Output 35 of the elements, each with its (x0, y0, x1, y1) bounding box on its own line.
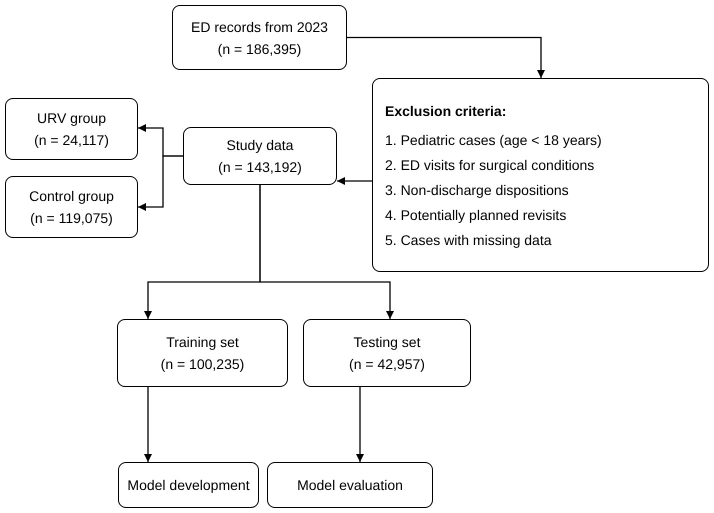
arrow (356, 387, 364, 462)
box-title: ED records from 2023 (191, 18, 328, 36)
arrow (259, 185, 394, 319)
arrow (337, 177, 372, 185)
box-title: Control group (29, 187, 114, 206)
count-text: (n = 143,192) (218, 158, 302, 177)
count-text: (n = 186,395) (218, 40, 302, 59)
process-box (303, 319, 471, 387)
criteria-item: 1. Pediatric cases (age < 18 years) (385, 130, 602, 150)
process-box (172, 5, 347, 70)
count-text: (n = 100,235) (160, 355, 244, 374)
box-title: Study data (226, 136, 294, 155)
count-text: (n = 119,075) (30, 209, 113, 228)
arrow (138, 155, 183, 211)
box-title: Model development (127, 476, 250, 495)
process-box (183, 127, 337, 185)
process-box (372, 78, 709, 272)
process-box (118, 462, 259, 508)
box-title: Testing set (354, 333, 420, 352)
box-title: Training set (166, 333, 239, 352)
count-text: (n = 24,117) (34, 131, 109, 150)
criteria-item: 5. Cases with missing data (385, 230, 552, 250)
process-box (117, 319, 288, 387)
box-title: Model evaluation (297, 476, 403, 495)
criteria-item: 3. Non-discharge dispositions (385, 180, 569, 200)
process-box (5, 98, 138, 160)
box-title: URV group (36, 109, 106, 128)
criteria-heading: Exclusion criteria: (385, 102, 506, 120)
process-box (267, 462, 433, 508)
criteria-item: 2. ED visits for surgical conditions (385, 156, 594, 175)
arrow (347, 36, 545, 78)
arrow (144, 387, 152, 462)
criteria-item: 4. Potentially planned revisits (385, 206, 566, 225)
count-text: (n = 42,957) (349, 355, 425, 374)
process-box (5, 176, 138, 238)
